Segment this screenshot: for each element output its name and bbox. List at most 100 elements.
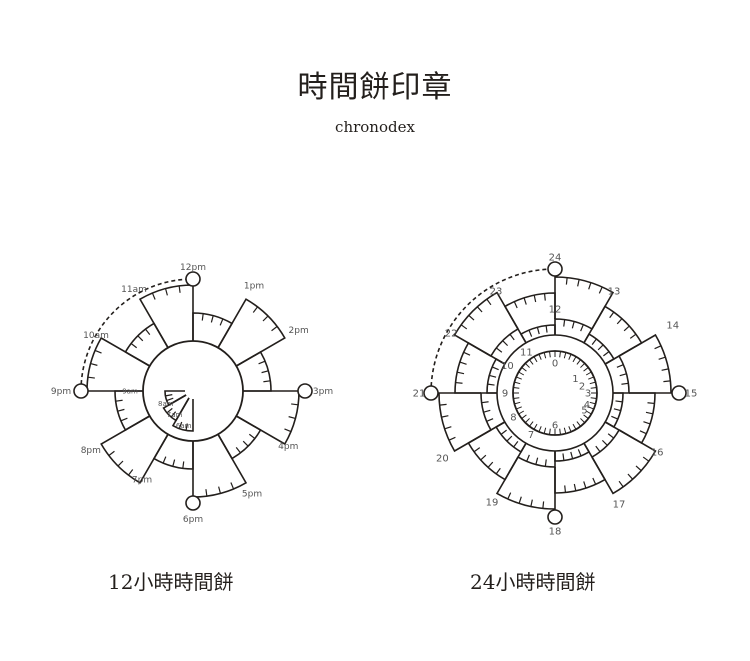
hour-sector-tick [127,469,134,476]
inner-tick [563,427,567,434]
inner-tick [559,351,561,358]
hour-sector-tick [162,456,167,464]
outer-sector [591,429,657,495]
hour-sector-tick [284,428,292,433]
inner-label-9am: 9am [122,387,138,395]
inner-tick [583,414,589,419]
hour-label-3pm: 3pm [313,387,333,397]
inner-tick [516,376,522,380]
hour-label-8pm: 8pm [81,446,101,456]
inner-tick [521,367,527,372]
mid-sector-tick [487,383,495,386]
hour-sector-tick [218,486,222,494]
mid-sector-tick [528,329,533,337]
outer-sector-tick [663,380,671,383]
hour-sector-tick [271,325,278,332]
outer-sector-tick [623,325,630,332]
hour-sector-tick [252,306,259,313]
hour-sector-tick [235,446,241,454]
outer-sector-tick [577,279,580,287]
middle-label-5: 5 [581,406,587,417]
outer-label-18: 18 [549,527,562,538]
outer-sector-tick [455,381,463,384]
hour-label-2pm: 2pm [289,326,309,336]
mid-sector-tick [615,400,623,403]
mid-sector-tick [526,454,530,462]
hour-label-1pm: 1pm [244,281,264,291]
middle-label-9: 9 [502,389,508,400]
outer-sector-tick [463,351,471,356]
hour-label-12pm: 12pm [180,263,206,273]
hour-sector-tick [230,482,235,490]
hour-label-5pm: 5pm [242,489,262,499]
outer-sector-tick [518,496,522,504]
page-subtitle: chronodex [335,118,415,136]
outer-label-21: 21 [413,389,426,400]
outer-sector-tick [588,282,592,290]
outer-sector-tick [592,477,597,485]
outer-sector-tick [530,499,533,507]
outer-sector-tick [480,454,487,461]
hour-sector-tick [120,417,128,422]
inner-tick [589,401,596,405]
inner-tick [576,421,581,427]
hour-sector-tick [242,440,249,447]
outer-sector-tick [642,456,650,462]
outer-sector [453,291,519,357]
inner-label-0: 0 [552,359,558,370]
inner-tick [563,352,567,359]
outer-label-16: 16 [651,448,664,459]
outer-sector-tick [495,467,501,475]
inner-tick [549,428,551,435]
inner-tick [572,356,577,363]
outer-sector-tick [661,368,669,371]
middle-label-8: 8 [510,413,516,424]
morning-sector-tick [170,411,177,418]
hour-marker-circle [185,271,201,287]
mid-sector-tick [483,409,491,413]
hour-sector-tick [205,489,208,497]
hour-marker-circle [547,261,563,277]
outer-sector-tick [457,371,465,375]
morning-sector [171,397,194,432]
middle-label-12: 12 [549,305,562,316]
outer-sector [503,292,556,330]
middle-label-11: 11 [520,348,533,359]
hour-sector-tick [164,288,168,296]
outer-label-17: 17 [613,499,626,510]
hour-sector-tick [291,403,299,406]
hour-sector-tick [145,328,151,336]
outer-sector [554,276,615,330]
outer-sector-tick [476,306,483,313]
inner-tick [524,362,530,368]
hour-marker-circle [423,385,439,401]
inner-tick [533,423,538,430]
clock-12h-diagram: 12pm1pm2pm3pm4pm5pm6pm7pm8pm9pm10am11am9… [51,263,333,525]
hour-sector-tick [201,313,204,321]
hour-sector-tick [87,376,95,379]
mid-sector-tick [502,340,509,347]
outer-sector-tick [448,436,456,441]
inner-tick [514,381,521,385]
inner-tick [559,428,561,435]
outer-label-20: 20 [436,454,449,465]
caption-12h: 12小時時間餅 [108,570,234,594]
outer-label-14: 14 [666,321,679,332]
outer-label-13: 13 [608,286,621,297]
inner-tick [588,406,594,410]
outer-sector-tick [543,293,546,301]
inner-tick [580,418,586,424]
outer-sector-tick [565,277,568,285]
hour-sector-tick [178,285,181,293]
inner-tick [576,359,581,365]
hour-sector-tick [263,380,271,383]
mid-sector-tick [500,429,507,435]
inner-label-8am: 8am [158,400,174,408]
outer-sector-tick [639,430,647,435]
outer-sector-tick [564,485,567,493]
outer-sector-tick [609,311,615,319]
morning-sector [164,390,187,407]
hour-sector-tick [108,450,115,457]
inner-tick [585,371,592,376]
mid-sector-tick [563,319,566,327]
